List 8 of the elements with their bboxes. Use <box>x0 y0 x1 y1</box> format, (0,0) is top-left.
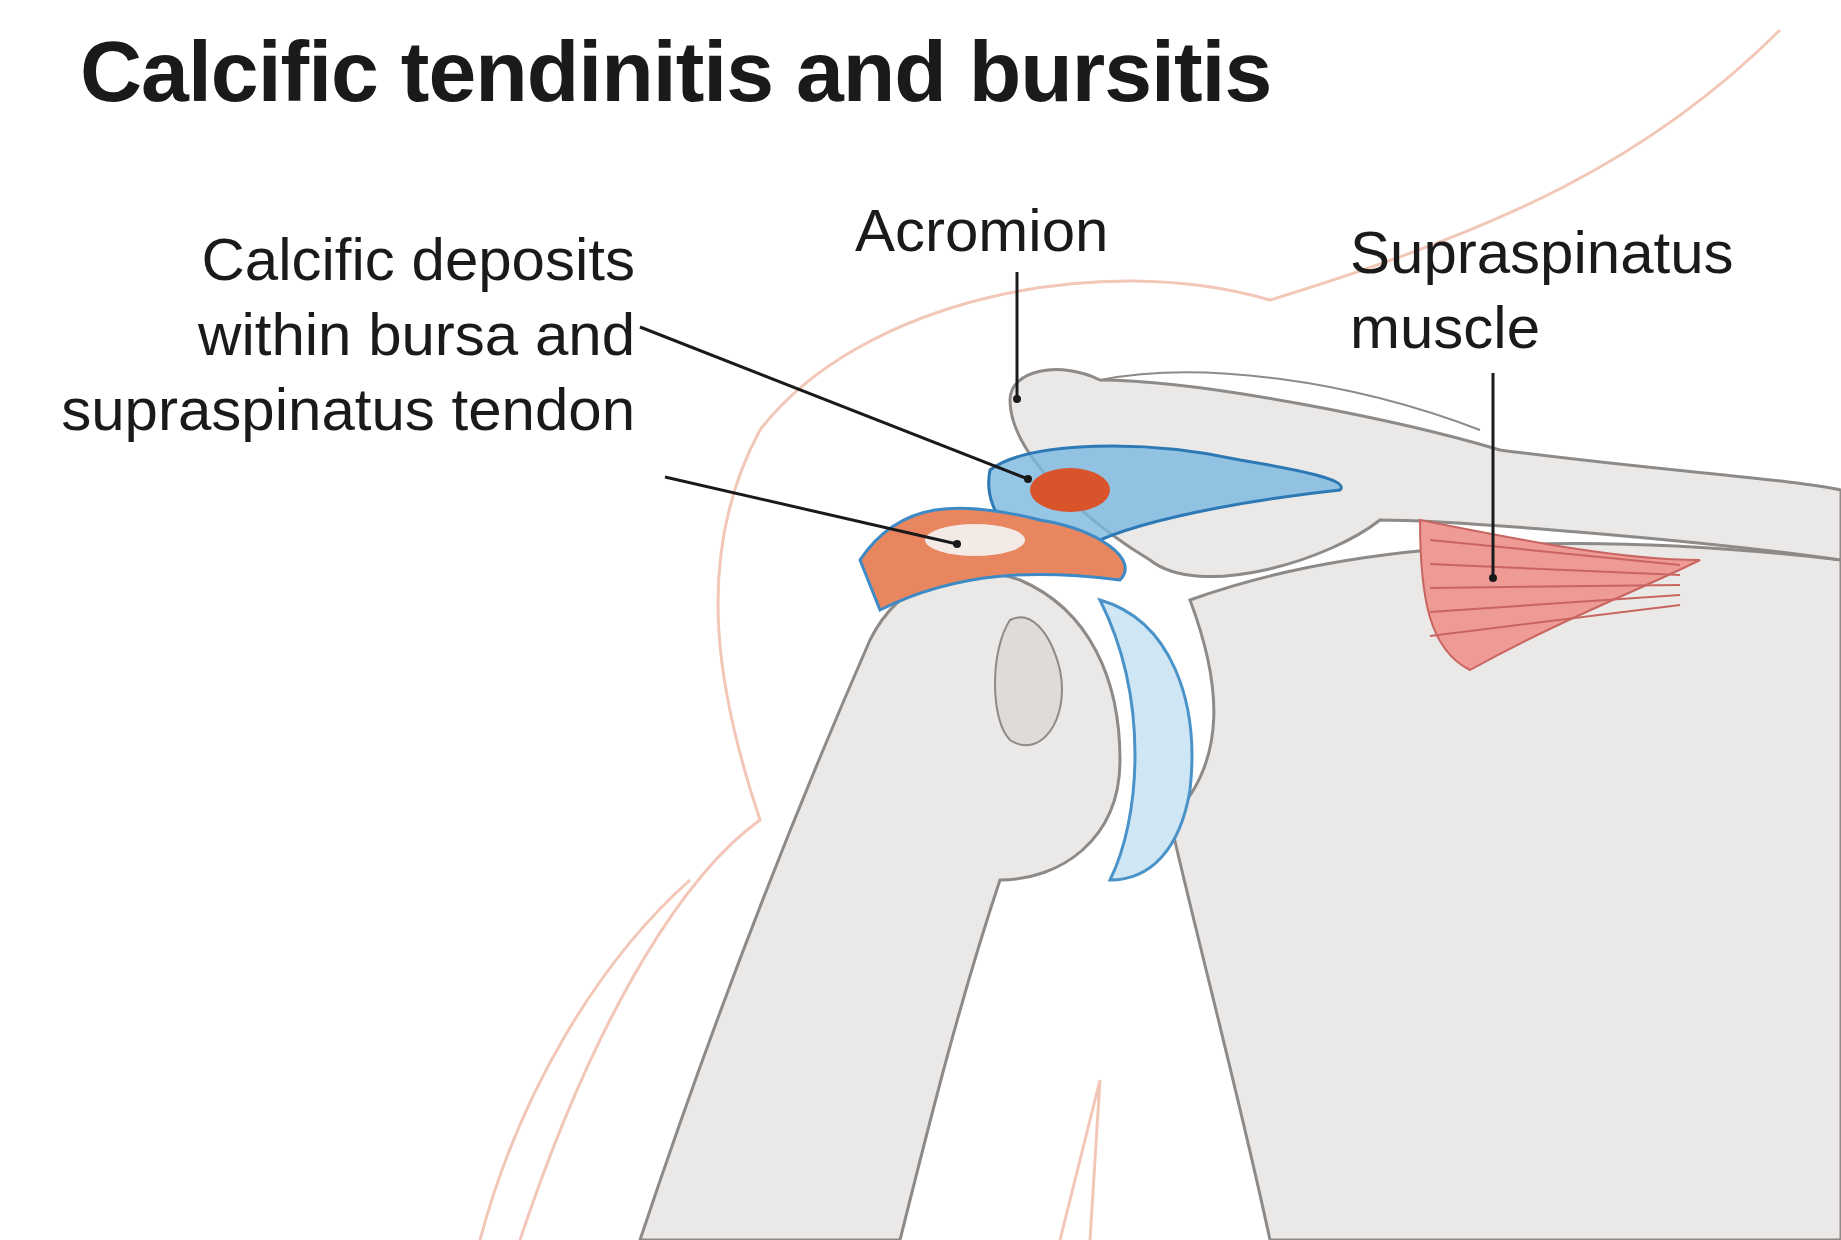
leader-line <box>639 325 1032 483</box>
leader-line <box>1489 373 1497 582</box>
part-label: Supraspinatus muscle <box>1350 215 1830 365</box>
leader-line <box>1013 272 1021 403</box>
leader-line <box>664 475 961 548</box>
title: Calcific tendinitis and bursitis <box>80 22 1272 121</box>
part-label: Calcific deposits within bursa and supraspinatus tendon <box>35 222 635 447</box>
part-label: Acromion <box>855 193 1185 268</box>
